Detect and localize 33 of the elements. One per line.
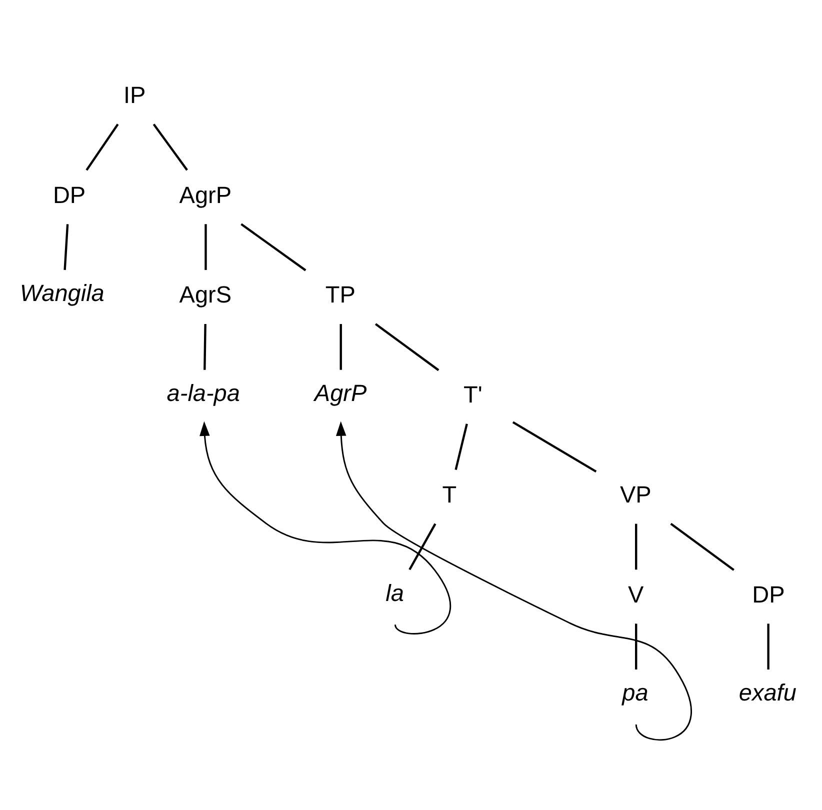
node-text: pa (622, 679, 648, 706)
connector (152, 123, 188, 170)
node-text: V (628, 580, 644, 607)
node-text: T (442, 480, 457, 507)
connector (635, 623, 638, 670)
node-text: la (386, 579, 404, 606)
connector (454, 423, 468, 470)
connector (86, 123, 119, 170)
node-text: a-la-pa (166, 380, 240, 406)
connector (204, 224, 207, 270)
connector (240, 222, 306, 271)
connector (408, 522, 436, 570)
arrow (336, 420, 692, 740)
node-text: VP (620, 480, 652, 507)
connector (512, 420, 597, 472)
node-text: Wangila (20, 280, 104, 306)
node-text: IP (123, 81, 146, 108)
connector (670, 522, 734, 570)
node-text: AgrP (179, 181, 232, 208)
node-text: exafu (738, 679, 796, 706)
connector (635, 523, 638, 570)
connector (204, 324, 206, 370)
node-text: AgrP (314, 380, 367, 406)
node-text: T' (464, 381, 482, 408)
connector (64, 224, 69, 270)
node-text: TP (325, 281, 356, 308)
node-text: DP (52, 181, 86, 208)
connector (767, 623, 770, 670)
arrow (200, 420, 451, 634)
node-text: DP (752, 580, 785, 607)
node-text: AgrS (179, 281, 232, 308)
connector (374, 322, 440, 371)
connector (340, 324, 342, 370)
